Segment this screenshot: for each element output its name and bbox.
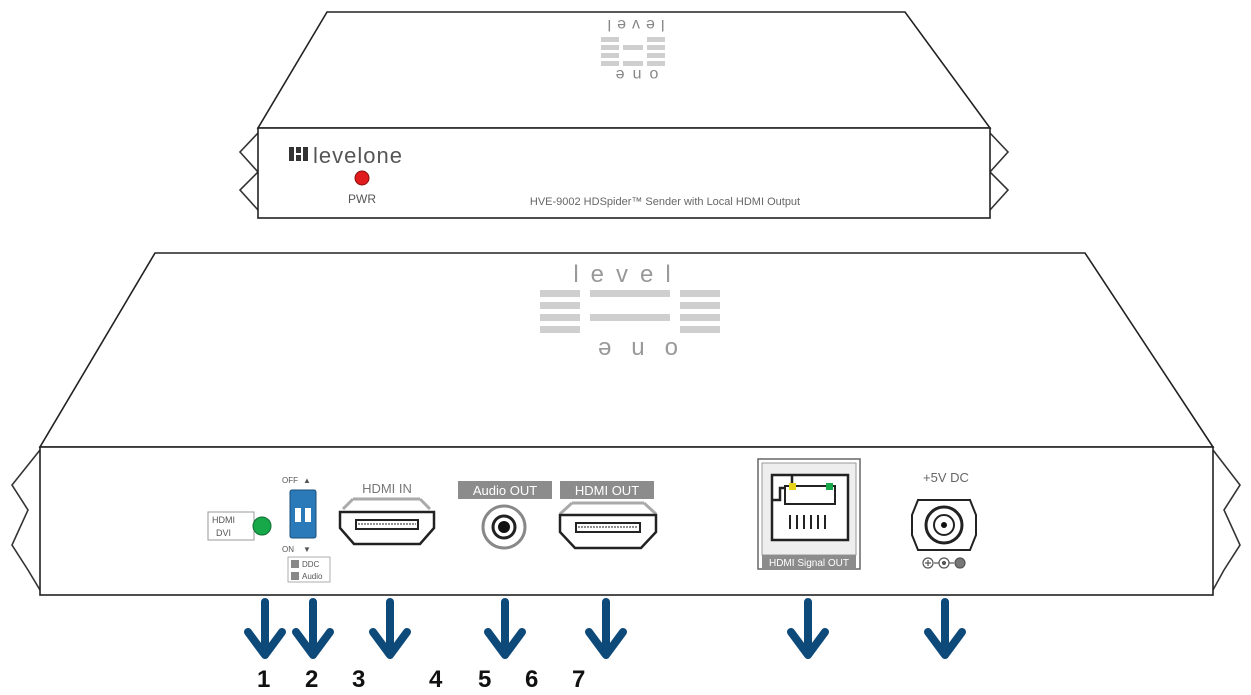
hdmi-out-label-bg [560, 481, 654, 499]
switch-option-1-label: DDC [302, 560, 320, 569]
rj45-yellow-led-icon [789, 483, 796, 490]
callout-arrows [244, 598, 966, 659]
bottom-unit-right-fin [1212, 449, 1241, 591]
bottom-unit-surface-logo: level one [540, 261, 720, 363]
switch-off-label: OFF [282, 476, 298, 485]
switch-body[interactable] [289, 489, 317, 539]
callout-number-3: 3 [352, 666, 365, 693]
top-unit-right-fin [988, 132, 1010, 211]
arrow-down-icon-hdmi-out [585, 598, 627, 659]
switch-toggle-1[interactable] [295, 508, 301, 522]
model-description: HVE-9002 HDSpider™ Sender with Local HDM… [530, 196, 800, 208]
callout-number-1: 1 [257, 666, 270, 693]
hdmi-out-port[interactable]: HDMI OUT [558, 481, 658, 550]
arrow-down-icon-audio-out [484, 598, 526, 659]
bottom-logo-level-text: level [573, 261, 682, 288]
rj45-label: HDMI Signal OUT [769, 558, 849, 569]
pwr-led-icon [354, 170, 370, 186]
switch-up-arrow-icon: ▲ [303, 476, 311, 485]
top-unit-front-panel [257, 127, 991, 219]
callout-numbers: 1 2 3 4 5 6 7 [257, 666, 585, 693]
dip-switch[interactable]: OFF ▲ ON ▼ DDC Audio [282, 476, 331, 583]
led-label-dvi: DVI [216, 528, 231, 538]
arrow-down-icon-dc [924, 598, 966, 659]
arrow-down-icon-led [244, 598, 286, 659]
top-logo-level-text: level [602, 16, 665, 33]
bottom-unit: level one HDMI DVI OFF ▲ ON ▼ [11, 252, 1241, 596]
hdmi-in-port[interactable]: HDMI IN [338, 481, 436, 546]
levelone-logo-icon [289, 147, 308, 161]
hdmi-dvi-led-indicator: HDMI DVI [207, 511, 272, 541]
audio-out-label: Audio OUT [473, 483, 537, 498]
bottom-logo-one-text: one [578, 336, 678, 363]
dc-power-jack[interactable]: +5V DC [911, 470, 977, 569]
hdmi-in-label: HDMI IN [362, 481, 412, 496]
switch-on-label: ON [282, 545, 294, 554]
arrow-down-icon-hdmi-in [369, 598, 411, 659]
top-unit-left-fin [238, 132, 260, 211]
arrow-down-icon-dip-switch [292, 598, 334, 659]
brand-name: levelone [313, 143, 403, 168]
switch-option-2-label: Audio [302, 572, 323, 581]
pwr-label: PWR [348, 192, 376, 206]
led-label-hdmi: HDMI [212, 515, 235, 525]
hdmi-out-label: HDMI OUT [575, 483, 639, 498]
audio-out-port[interactable]: Audio OUT [458, 481, 552, 550]
dc-label: +5V DC [923, 470, 969, 485]
green-led-icon [252, 516, 272, 536]
top-unit: one level levelone PWR HVE-9002 HDSpider… [238, 11, 1010, 219]
callout-number-2: 2 [305, 666, 318, 693]
audio-out-label-bg [458, 481, 552, 499]
polarity-icon [922, 557, 966, 569]
callout-number-4: 4 [429, 666, 443, 693]
switch-toggle-2[interactable] [305, 508, 311, 522]
switch-down-arrow-icon: ▼ [303, 545, 311, 554]
rj45-green-led-icon [826, 483, 833, 490]
top-logo-one-text: one [608, 66, 659, 83]
rj45-jack-icon [770, 473, 850, 542]
callout-number-6: 6 [525, 666, 538, 693]
bottom-unit-left-fin [11, 449, 41, 591]
top-unit-surface-logo: one level [601, 16, 665, 83]
arrow-down-icon-rj45 [787, 598, 829, 659]
callout-number-5: 5 [478, 666, 491, 693]
rj45-hdmi-signal-out-port[interactable]: HDMI Signal OUT [757, 458, 861, 570]
rj45-label-bg [762, 555, 856, 569]
callout-number-7: 7 [572, 666, 585, 693]
